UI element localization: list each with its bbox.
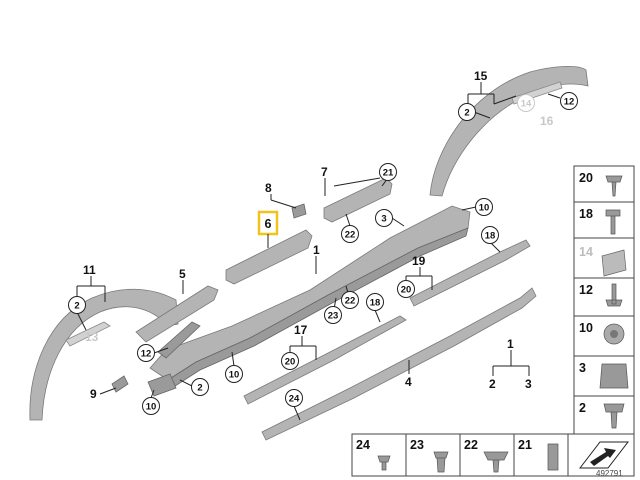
clip-21-icon [547,443,559,471]
label-17: 17 [294,323,308,337]
bolt-18-icon [605,209,621,235]
arrow-icon [590,448,616,466]
callout-2-low: 2 [197,383,202,394]
clip-part-9 [111,375,129,393]
legend-item-12: 12 [579,283,593,297]
wheel-arch-strip-left [65,321,111,347]
callout-circles: 2 14 12 21 10 3 22 18 2 22 23 20 18 12 2… [68,92,578,415]
callout-10-mid: 10 [229,370,240,381]
label-9: 9 [90,387,97,401]
callout-18-top: 18 [485,231,496,242]
callout-18-mid: 18 [370,298,381,309]
rivet-12-icon [605,283,623,307]
callout-20-mid: 20 [401,285,412,296]
legend-item-10: 10 [579,321,593,335]
expanding-rivet-2-icon [603,403,625,429]
callout-22-mid: 22 [345,296,356,307]
label-13: 13 [85,330,99,344]
label-8: 8 [265,181,272,195]
legend-item-3: 3 [579,361,586,375]
legend-item-18: 18 [579,207,593,221]
legend-item-14: 14 [579,245,593,259]
clip-nut-14-icon [601,249,627,277]
legend-item-24: 24 [356,438,370,452]
bracket-rear [135,285,219,343]
legend-item-22: 22 [464,438,478,452]
wheel-arch-trim-right [429,66,589,197]
legend-right: 20 18 14 12 10 3 2 [573,165,635,435]
callout-21: 21 [383,168,394,179]
side-sill-edge [167,227,469,389]
callout-12-left: 12 [141,349,152,360]
group-label-2: 2 [489,377,496,391]
callout-14-right: 14 [521,99,532,110]
label-1: 1 [313,243,320,257]
push-clip-24-icon [377,455,391,471]
legend-bottom: 24 23 22 21 492791 [351,433,635,478]
small-bracket-lower [147,373,177,397]
label-15: 15 [474,69,488,83]
callout-10-top: 10 [479,203,490,214]
callout-3: 3 [381,214,386,225]
group-label-3: 3 [525,377,532,391]
bracket-rear-lower [157,321,201,359]
sill-cover-strip [261,287,537,441]
label-11: 11 [83,263,96,277]
label-5: 5 [179,267,186,281]
clip-22-icon [483,451,509,473]
legend-item-21: 21 [518,438,532,452]
label-6: 6 [265,217,272,231]
label-7: 7 [321,165,328,179]
label-19: 19 [412,254,426,268]
legend-item-20: 20 [579,171,593,185]
leader-lines [76,82,561,421]
callout-12-right: 12 [564,97,575,108]
clip-part-8 [291,203,307,219]
group-label-1: 1 [507,337,514,351]
clip-23-icon [433,451,449,473]
callout-22-top: 22 [345,230,356,241]
callout-20-low: 20 [285,357,296,368]
callout-10-left: 10 [146,402,157,413]
reference-number: 492791 [596,469,623,478]
callout-2-arch-right: 2 [464,108,469,119]
legend-item-23: 23 [410,438,424,452]
label-16: 16 [540,114,554,128]
clip-3-icon [599,363,629,389]
callout-24: 24 [289,394,300,405]
callout-23: 23 [328,311,339,322]
callout-2-arch-left: 2 [74,301,79,312]
label-4: 4 [405,375,412,389]
support-bracket-6 [225,229,313,285]
legend-item-2: 2 [579,401,586,415]
trim-strip-lower [243,315,407,405]
screw-20-icon [605,175,623,197]
